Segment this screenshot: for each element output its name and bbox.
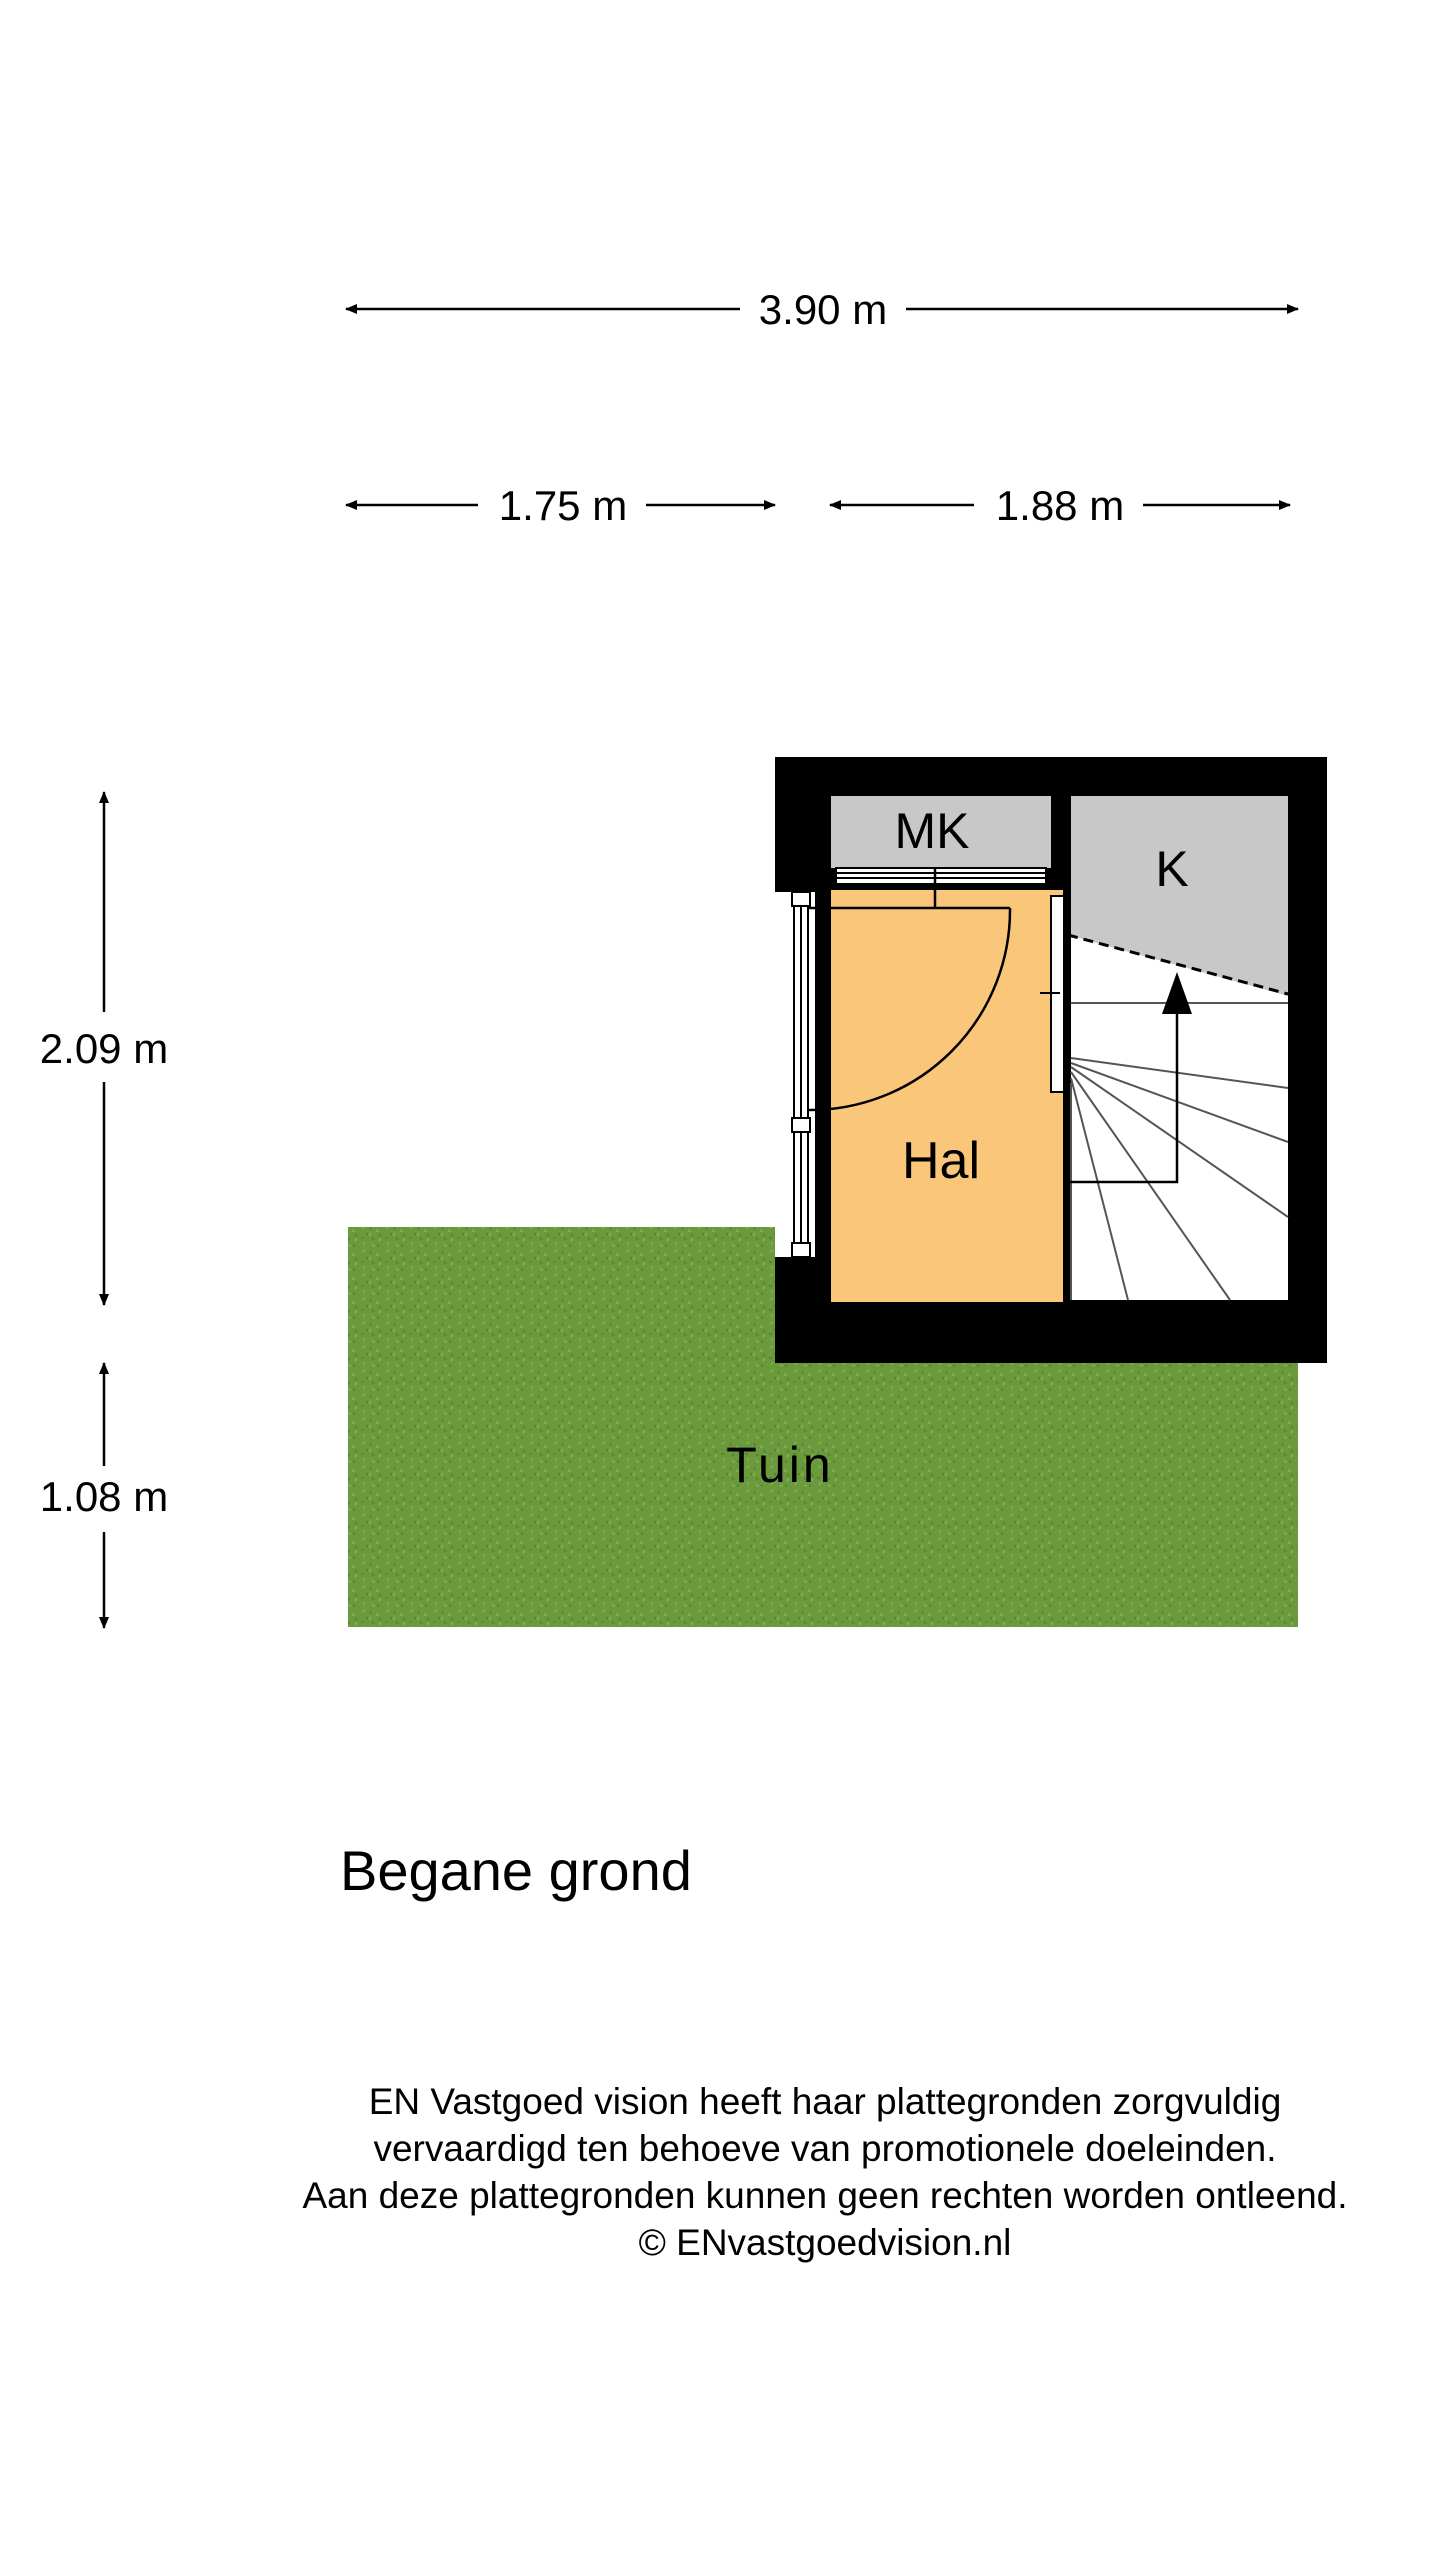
dimension-right-width: 1.88 m: [829, 482, 1291, 529]
meterkast-door: [835, 867, 1047, 885]
meterkast-floor: [831, 796, 1051, 868]
front-window: [791, 891, 811, 1258]
stair-ceiling-line: [1067, 933, 1289, 996]
hal-floor: [831, 890, 1063, 1302]
copyright: © ENvastgoedvision.nl: [638, 2222, 1012, 2263]
floor-title: Begane grond: [340, 1839, 692, 1902]
room-label-meterkast: MK: [895, 803, 970, 859]
dimension-total-width: 3.90 m: [345, 286, 1299, 333]
disclaimer-line: EN Vastgoed vision heeft haar plattegron…: [368, 2081, 1282, 2122]
front-door-swing: [807, 868, 1012, 1112]
dimension-house-depth: 2.09 m: [40, 791, 168, 1306]
disclaimer-line: Aan deze plattegronden kunnen geen recht…: [302, 2175, 1348, 2216]
dimension-left-width: 1.75 m: [345, 482, 776, 529]
disclaimer-line: vervaardigd ten behoeve van promotionele…: [373, 2128, 1277, 2169]
dimension-house-depth-label: 2.09 m: [40, 1025, 168, 1072]
dimension-left-width-label: 1.75 m: [499, 482, 627, 529]
dimension-garden-depth: 1.08 m: [40, 1362, 168, 1629]
dimension-garden-depth-label: 1.08 m: [40, 1473, 168, 1520]
room-label-hal: Hal: [902, 1132, 980, 1190]
dimension-right-width-label: 1.88 m: [996, 482, 1124, 529]
dimension-total-width-label: 3.90 m: [759, 286, 887, 333]
room-label-kast: K: [1155, 841, 1188, 897]
room-label-tuin: Tuin: [726, 1437, 833, 1493]
stair-wall: [1063, 890, 1071, 1302]
stair-direction-arrow: [1068, 972, 1192, 1184]
disclaimer: EN Vastgoed vision heeft haar plattegron…: [200, 2078, 1440, 2266]
